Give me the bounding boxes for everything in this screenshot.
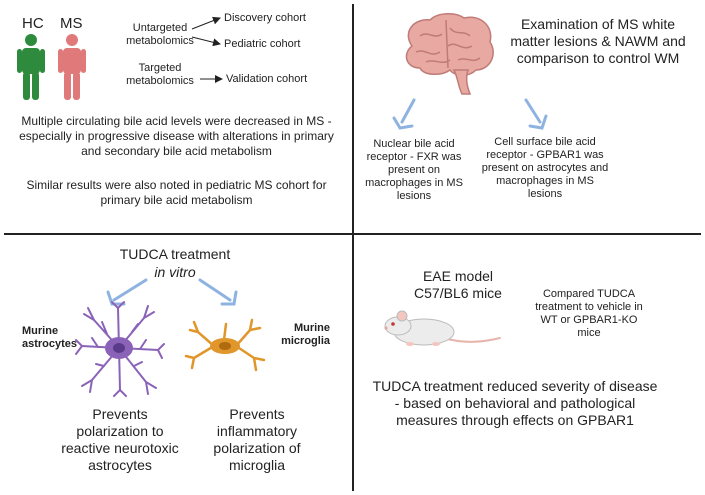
microglia-effect: Prevents inflammatory polarization of mi…: [213, 406, 301, 473]
astrocyte-effect: Prevents polarization to reactive neurot…: [61, 406, 179, 473]
eae-model-label: EAE model C57/BL6 mice: [414, 268, 502, 301]
exam-text: Examination of MS white matter lesions &…: [510, 16, 686, 66]
hc-label: HC: [22, 15, 44, 32]
tudca-treatment-label: TUDCA treatment: [119, 246, 231, 262]
result-text: TUDCA treatment reduced severity of dise…: [372, 378, 658, 428]
vertical-divider: [352, 4, 354, 491]
brain-icon: [405, 13, 494, 95]
targeted-label: Targeted metabolomics: [126, 62, 194, 87]
compared-text: Compared TUDCA treatment to vehicle in W…: [535, 288, 643, 339]
blue-arrow-left: [392, 98, 416, 130]
validation-cohort: Validation cohort: [226, 73, 308, 85]
surface-receptor-text: Cell surface bile acid receptor - GPBAR1…: [481, 136, 609, 200]
ms-label: MS: [60, 15, 83, 32]
horizontal-divider: [4, 233, 701, 235]
hc-person-icon: [17, 34, 45, 100]
murine-microglia-label: Murine microglia: [281, 322, 330, 347]
astrocyte-icon: [75, 301, 165, 397]
blue-arrow-down-right: [198, 278, 238, 306]
ms-person-icon: [58, 34, 86, 100]
untargeted-label: Untargeted metabolomics: [126, 22, 194, 47]
nuclear-receptor-text: Nuclear bile acid receptor - FXR was pre…: [365, 138, 463, 202]
microglia-icon: [184, 318, 266, 372]
blue-arrow-down-left: [106, 278, 148, 306]
pediatric-cohort: Pediatric cohort: [224, 38, 301, 50]
in-vitro-label: in vitro: [154, 264, 196, 280]
finding-1: Multiple circulating bile acid levels we…: [19, 114, 334, 158]
mouse-icon: [384, 310, 501, 346]
murine-astrocytes-label: Murine astrocytes: [22, 325, 78, 350]
discovery-cohort: Discovery cohort: [224, 12, 306, 24]
finding-2: Similar results were also noted in pedia…: [26, 178, 327, 207]
blue-arrow-right: [524, 98, 548, 130]
